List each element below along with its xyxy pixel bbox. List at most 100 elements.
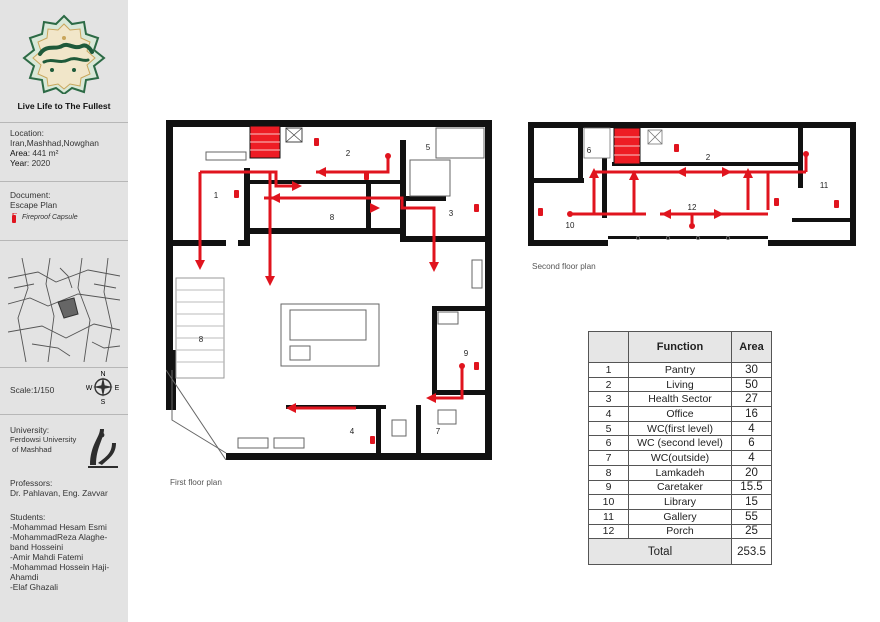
year-value: 2020 <box>31 158 51 168</box>
walls <box>166 120 492 460</box>
row-function: Lamkadeh <box>628 464 732 481</box>
route-arrows <box>567 151 809 229</box>
row-function: Library <box>628 494 732 510</box>
row-area: 50 <box>731 376 772 393</box>
compass-n: N <box>100 371 105 378</box>
document-block: Document: Escape Plan Fireproof Capsule <box>10 190 124 223</box>
route-arrows <box>195 153 465 413</box>
row-number: 2 <box>588 376 629 393</box>
area-label: Area: <box>10 148 31 158</box>
row-function: WC(first level) <box>628 420 732 437</box>
room-label-12: 12 <box>688 203 697 212</box>
compass-s: S <box>101 399 106 404</box>
students-label: Students: <box>10 512 46 522</box>
row-number: 7 <box>588 450 629 466</box>
students-block: Students: -Mohammad Hesam Esmi -Mohammad… <box>10 512 124 592</box>
second-floor-plan: 2 6 10 11 12 <box>528 122 856 246</box>
compass-icon: N S E W <box>86 371 120 404</box>
document-value: Escape Plan <box>10 200 58 210</box>
legend-fireproof-label: Fireproof Capsule <box>22 214 78 221</box>
room-label-10: 10 <box>566 221 575 230</box>
row-area: 30 <box>731 362 772 378</box>
student-line: Ahamdi <box>10 572 39 582</box>
divider <box>0 240 128 241</box>
professors-value: Dr. Pahlavan, Eng. Zavvar <box>10 488 108 498</box>
room-label-5: 5 <box>426 143 431 152</box>
header-number <box>588 331 629 363</box>
room-label-2: 2 <box>706 153 711 162</box>
escape-routes <box>570 154 808 226</box>
scale-label: Scale:1/150 <box>10 385 55 395</box>
area-value: 441 m² <box>32 148 59 158</box>
header-area: Area <box>731 331 772 363</box>
room-label-3: 3 <box>449 209 454 218</box>
document-label: Document: <box>10 190 51 200</box>
row-area: 27 <box>731 391 772 408</box>
student-line: -Elaf Ghazali <box>10 582 58 592</box>
room-label-2: 2 <box>346 149 351 158</box>
row-function: Porch <box>628 523 732 540</box>
room-label-9: 9 <box>464 349 469 358</box>
row-number: 4 <box>588 406 629 422</box>
row-function: Living <box>628 376 732 393</box>
student-line: -Amir Mahdi Fatemi <box>10 552 84 562</box>
header-function: Function <box>628 331 732 363</box>
room-label-8: 8 <box>330 213 335 222</box>
legend-fireproof: Fireproof Capsule <box>10 213 124 223</box>
row-area: 15.5 <box>731 479 772 496</box>
first-floor-caption: First floor plan <box>170 478 222 487</box>
professors-label: Professors: <box>10 478 53 488</box>
student-line: band Hosseini <box>10 542 64 552</box>
divider <box>0 122 128 123</box>
location-block: Location: Iran,Mashhad,Nowghan Area: 441… <box>10 128 124 168</box>
stairs <box>249 125 303 159</box>
row-area: 16 <box>731 406 772 422</box>
row-area: 4 <box>731 450 772 466</box>
compass-w: W <box>86 385 93 392</box>
tagline: Live Life to The Fullest <box>17 101 111 111</box>
second-floor-caption: Second floor plan <box>532 262 596 271</box>
row-function: Gallery <box>628 508 732 525</box>
row-function: Health Sector <box>628 391 732 408</box>
fire-extinguisher-icon <box>12 213 17 223</box>
compass-e: E <box>115 385 120 392</box>
stairs <box>613 127 641 165</box>
university-block: University: Ferdowsi University of Mashh… <box>10 425 124 455</box>
room-label-11: 11 <box>820 181 829 190</box>
divider <box>0 181 128 182</box>
professors-block: Professors: Dr. Pahlavan, Eng. Zavvar <box>10 478 124 498</box>
row-number: 1 <box>588 362 629 378</box>
row-number: 8 <box>588 464 629 481</box>
location-label: Location: <box>10 128 44 138</box>
table-total-row: Total 253.5 <box>588 538 772 566</box>
row-area: 6 <box>731 435 772 452</box>
year-label: Year: <box>10 158 30 168</box>
location-value: Iran,Mashhad,Nowghan <box>10 138 99 148</box>
total-label: Total <box>588 538 732 566</box>
university-label: University: <box>10 425 50 435</box>
total-value: 253.5 <box>731 538 772 566</box>
row-area: 20 <box>731 464 772 481</box>
site-map <box>8 258 120 362</box>
room-label-1: 1 <box>214 191 219 200</box>
row-function: WC (second level) <box>628 435 732 452</box>
row-function: Office <box>628 406 732 422</box>
table-header-row: Function Area <box>588 331 772 363</box>
row-area: 15 <box>731 494 772 510</box>
fire-extinguisher-icons <box>234 138 479 444</box>
row-number: 6 <box>588 435 629 452</box>
escape-routes <box>198 156 464 410</box>
row-number: 11 <box>588 508 629 525</box>
row-number: 12 <box>588 523 629 540</box>
student-line: -Mohammad Hesam Esmi <box>10 522 107 532</box>
